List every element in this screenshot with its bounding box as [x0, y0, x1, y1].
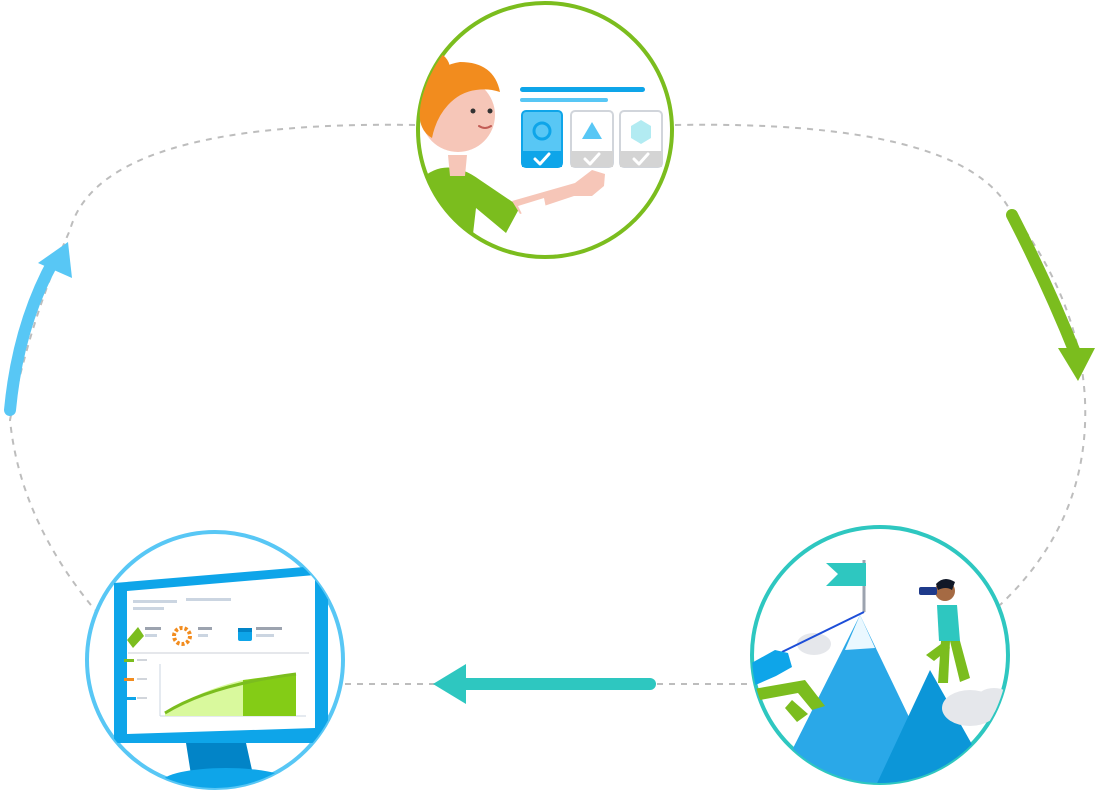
hiker-with-binoculars-icon: [919, 578, 970, 683]
right-dashed-arc: [674, 123, 1087, 606]
analyze-step-node: [85, 530, 345, 790]
gear-metric-icon: [172, 626, 212, 646]
arrowhead-down-icon: [1058, 348, 1095, 381]
circle-option-icon: [532, 121, 552, 141]
arrowhead-left-icon: [433, 664, 466, 704]
hexagon-option-icon: [631, 120, 651, 144]
triangle-option-icon: [582, 122, 602, 139]
right-to-left-arrow: [433, 664, 656, 704]
option-card-circle: [521, 110, 563, 168]
area-chart-icon: [159, 664, 306, 717]
rope-icon: [781, 611, 865, 653]
arrowhead-up-icon: [38, 242, 72, 278]
left-to-top-arrow: [4, 242, 72, 416]
check-icon: [533, 152, 551, 166]
option-card-triangle: [570, 110, 614, 168]
cloud-small-icon: [797, 633, 831, 655]
calendar-metric-icon: [238, 627, 282, 641]
achieve-step-node: [750, 525, 1010, 785]
check-icon: [583, 152, 601, 166]
choose-step-node: [416, 1, 674, 259]
curved-arrow-up-icon: [4, 254, 60, 416]
curved-arrow-down-icon: [1006, 209, 1082, 361]
option-card-hexagon: [619, 110, 663, 168]
flag-icon: [826, 563, 866, 586]
summary-metrics-panel: [124, 659, 147, 700]
climber-with-rope-icon: [752, 650, 825, 722]
dashed-cycle-path: [8, 123, 1087, 685]
analytics-dashboard-icon: [114, 565, 328, 788]
leaf-metric-icon: [127, 627, 161, 648]
panel-line-short: [520, 98, 608, 102]
binoculars-icon: [919, 587, 937, 595]
top-to-right-arrow: [1006, 209, 1095, 381]
check-icon: [632, 152, 650, 166]
left-dashed-arc: [8, 123, 416, 611]
monitor-base-icon: [162, 768, 290, 788]
panel-line-long: [520, 87, 645, 92]
